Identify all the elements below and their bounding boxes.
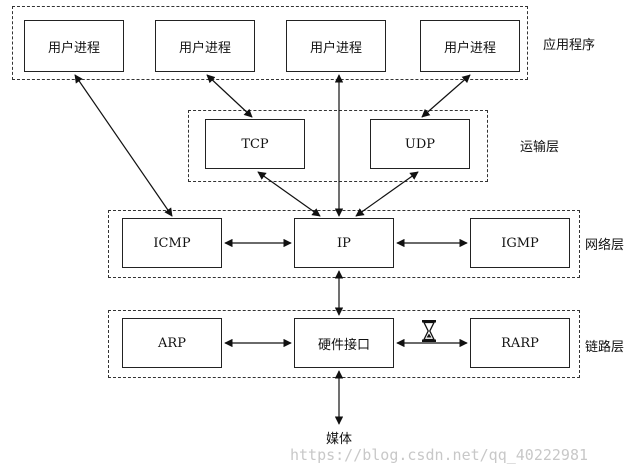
arp-box: ARP	[122, 318, 222, 368]
rarp-box: RARP	[470, 318, 570, 368]
ip-box: IP	[294, 218, 394, 268]
user-process-box-1: 用户进程	[24, 20, 124, 72]
link-layer-label: 链路层	[585, 340, 625, 355]
network-layer-label: 网络层	[585, 238, 625, 253]
media-label: 媒体	[326, 432, 353, 447]
transport-layer-label: 运输层	[520, 140, 560, 155]
user-process-box-3: 用户进程	[286, 20, 386, 72]
udp-box: UDP	[370, 119, 470, 169]
arrow-tcp-ip	[257, 171, 321, 217]
hourglass-icon	[421, 320, 437, 342]
application-layer-label: 应用程序	[543, 38, 596, 53]
hardware-interface-box: 硬件接口	[294, 318, 394, 368]
arrow-udp-ip	[355, 171, 419, 217]
link-layer-frame	[108, 310, 580, 378]
watermark-text: https://blog.csdn.net/qq_40222981	[290, 446, 589, 464]
user-process-box-4: 用户进程	[420, 20, 520, 72]
arrow-proc2-tcp	[206, 74, 253, 118]
arrow-proc1-icmp	[74, 74, 173, 217]
user-process-box-2: 用户进程	[155, 20, 255, 72]
icmp-box: ICMP	[122, 218, 222, 268]
network-layer-frame	[108, 210, 580, 278]
arrow-proc4-udp	[421, 74, 471, 118]
application-layer-frame	[12, 6, 528, 80]
igmp-box: IGMP	[470, 218, 570, 268]
tcp-box: TCP	[205, 119, 305, 169]
